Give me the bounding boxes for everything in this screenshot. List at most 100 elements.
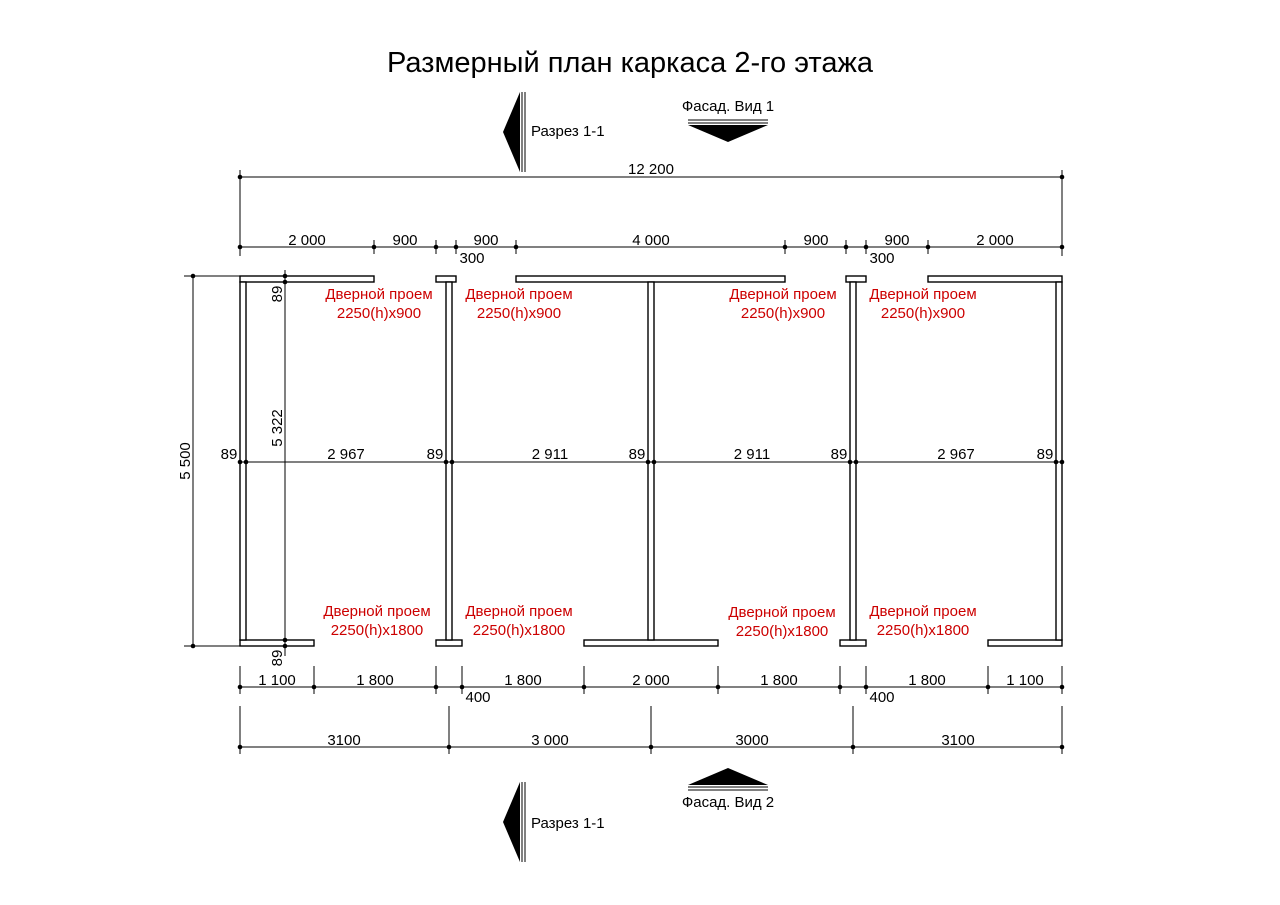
top-plate: [239, 275, 375, 283]
top-plate: [927, 275, 1063, 283]
top-tick-dot: [453, 244, 459, 250]
dim-chain-top: 2 000 900 900 4 000 900 900 2 000 300 30…: [237, 232, 1065, 267]
dim-chain-axes: 3100 3 000 3000 3100: [237, 706, 1065, 754]
top-tick-dot: [843, 244, 849, 250]
door-size: 2250(h)x1800: [331, 622, 424, 639]
door-label: Дверной проем: [465, 286, 572, 303]
dim-top-5: 900: [803, 232, 828, 249]
door-label: Дверной проем: [325, 286, 432, 303]
facade-marker-top: Фасад. Вид 1: [682, 98, 774, 142]
dim-top-4: 4 000: [632, 232, 670, 249]
dim-top-small-left: 300: [459, 250, 484, 267]
door-label: Дверной проем: [729, 286, 836, 303]
bottom-plate: [435, 639, 463, 647]
section-marker-bottom: Разрез 1-1: [503, 782, 605, 862]
interior-dim-dot: [651, 459, 657, 465]
door-size: 2250(h)x900: [881, 305, 965, 322]
dim-top-small-right: 300: [869, 250, 894, 267]
door-labels-top: Дверной проем 2250(h)x900 Дверной проем …: [325, 286, 976, 322]
dim-interior-2: 2 911: [532, 446, 568, 463]
door-labels-bottom: Дверной проем 2250(h)x1800 Дверной проем…: [323, 603, 976, 640]
axis-tick-dot: [237, 744, 243, 750]
bottom-plate: [987, 639, 1063, 647]
dim-top-6: 900: [884, 232, 909, 249]
dim-interior-1: 2 967: [327, 446, 365, 463]
top-tick-dot: [925, 244, 931, 250]
bottom-tick-dot: [433, 684, 439, 690]
dim-stud-4: 89: [831, 446, 848, 463]
dim-height-overall: 5 500: [177, 442, 194, 480]
dim-interior-3: 2 911: [734, 446, 770, 463]
dim-bottom-small-left: 400: [465, 689, 490, 706]
interior-dim-dot: [853, 459, 859, 465]
dim-bottom-7: 1 100: [1006, 672, 1044, 689]
dim-top-3: 900: [473, 232, 498, 249]
dim-axis-2: 3 000: [531, 732, 569, 749]
interior-dim-dot: [847, 459, 853, 465]
dim-bottom-3: 1 800: [504, 672, 542, 689]
door-size: 2250(h)x900: [337, 305, 421, 322]
door-label: Дверной проем: [728, 604, 835, 621]
top-tick-dot: [782, 244, 788, 250]
bottom-tick-dot: [985, 684, 991, 690]
top-plate: [845, 275, 867, 283]
top-plate: [435, 275, 457, 283]
dim-axis-3: 3000: [735, 732, 768, 749]
top-tick-dot: [863, 244, 869, 250]
interior-dim-dot: [449, 459, 455, 465]
dim-bottom-1: 1 100: [258, 672, 296, 689]
section-label-top: Разрез 1-1: [531, 123, 605, 140]
top-tick-dot: [1059, 244, 1065, 250]
section-label-bottom: Разрез 1-1: [531, 815, 605, 832]
dim-stud-bottom: 89: [269, 650, 286, 667]
bottom-plate: [583, 639, 719, 647]
dim-stud-5: 89: [1037, 446, 1054, 463]
bottom-tick-dot: [837, 684, 843, 690]
dim-axis-1: 3100: [327, 732, 360, 749]
dim-stud-3: 89: [629, 446, 646, 463]
facade-marker-bottom: Фасад. Вид 2: [682, 768, 774, 811]
door-size: 2250(h)x1800: [736, 623, 829, 640]
bottom-tick-dot: [237, 684, 243, 690]
facade-label-bottom: Фасад. Вид 2: [682, 794, 774, 811]
dim-height-inner: 5 322: [269, 409, 286, 447]
bottom-plate: [839, 639, 867, 647]
bottom-tick-dot: [1059, 684, 1065, 690]
dim-interior-4: 2 967: [937, 446, 975, 463]
top-tick-dot: [371, 244, 377, 250]
dim-bottom-6: 1 800: [908, 672, 946, 689]
dim-top-1: 2 000: [288, 232, 326, 249]
axis-tick-dot: [648, 744, 654, 750]
top-tick-dot: [237, 244, 243, 250]
interior-dim-dot: [237, 459, 243, 465]
bottom-tick-dot: [581, 684, 587, 690]
dim-interior: 89 2 967 89 2 911 89 2 911 89 2 967 89: [221, 446, 1065, 465]
bottom-tick-dot: [459, 684, 465, 690]
top-plate: [515, 275, 786, 283]
dim-bottom-2: 1 800: [356, 672, 394, 689]
door-size: 2250(h)x900: [741, 305, 825, 322]
dim-overall-label: 12 200: [628, 161, 674, 178]
bottom-plate: [239, 639, 315, 647]
dim-overall: 12 200: [237, 161, 1065, 256]
dim-vertical-overall: 5 500: [177, 273, 240, 649]
interior-dim-dot: [1059, 459, 1065, 465]
dim-top-7: 2 000: [976, 232, 1014, 249]
door-size: 2250(h)x900: [477, 305, 561, 322]
dim-axis-4: 3100: [941, 732, 974, 749]
dim-stud-top: 89: [269, 286, 286, 303]
dim-bottom-small-right: 400: [869, 689, 894, 706]
bottom-tick-dot: [715, 684, 721, 690]
dim-top-2: 900: [392, 232, 417, 249]
bottom-tick-dot: [863, 684, 869, 690]
dim-stud-2: 89: [427, 446, 444, 463]
dim-stud-1: 89: [221, 446, 238, 463]
door-label: Дверной проем: [323, 603, 430, 620]
door-label: Дверной проем: [869, 286, 976, 303]
dim-vertical-inner: 5 322 89 89: [269, 270, 288, 667]
door-label: Дверной проем: [465, 603, 572, 620]
bottom-tick-dot: [311, 684, 317, 690]
top-tick-dot: [513, 244, 519, 250]
facade-label-top: Фасад. Вид 1: [682, 98, 774, 115]
